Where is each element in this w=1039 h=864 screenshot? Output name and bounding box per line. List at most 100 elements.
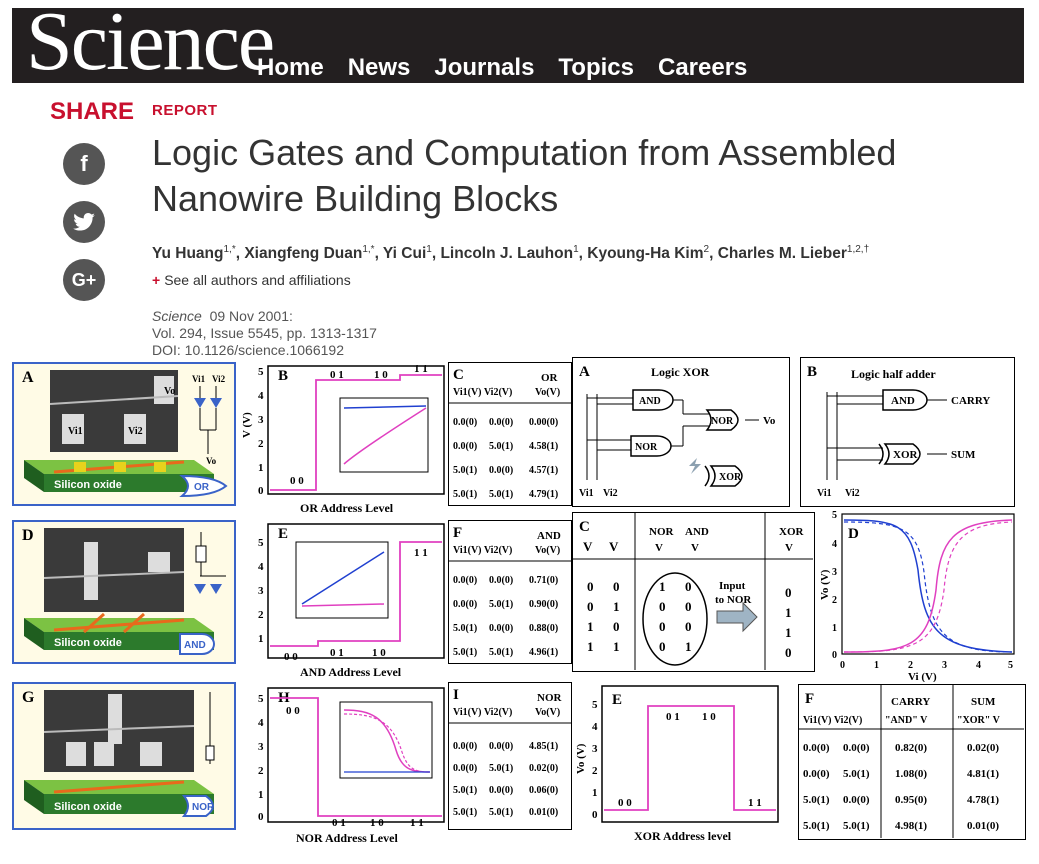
svg-text:V: V: [583, 539, 593, 554]
arrow-label: to NOR: [715, 594, 752, 606]
author-affiliation: 1,*: [223, 244, 236, 255]
table-cell: 4.85(1): [529, 741, 558, 752]
table-cell: 0: [659, 599, 666, 614]
table-cell: 0: [685, 579, 692, 594]
nav-topics[interactable]: Topics: [558, 54, 634, 81]
table-cell: 5.0(1): [843, 820, 870, 832]
y-tick: 5: [592, 699, 598, 711]
nav-careers[interactable]: Careers: [657, 54, 748, 81]
and-table-svg: F AND Vi1(V) Vi2(V) Vo(V) 0.0(0)0.0(0)0.…: [449, 525, 571, 658]
level-label: 1 1: [414, 547, 428, 559]
table-cell: 0.90(0): [529, 599, 558, 610]
twitter-icon[interactable]: [63, 201, 105, 243]
table-cell: 0.0(0): [843, 742, 870, 754]
svg-text:3: 3: [258, 741, 264, 753]
table-cell: 4.98(1): [895, 820, 927, 832]
see-all-authors-link[interactable]: +See all authors and affiliations: [152, 272, 351, 288]
table-cell: 0.0(0): [803, 742, 830, 754]
nor-truth-table: I NOR Vi1(V) Vi2(V) Vo(V) 0.0(0)0.0(0)4.…: [448, 682, 572, 830]
schematic-title: Logic half adder: [851, 367, 936, 381]
facebook-icon[interactable]: f: [63, 143, 105, 185]
level-label: 0 0: [284, 651, 298, 663]
level-label: 1 1: [748, 797, 762, 809]
svg-text:V (V): V (V): [241, 412, 253, 438]
google-plus-glyph: G+: [71, 269, 97, 290]
panel-letter: F: [453, 525, 462, 541]
table-cell: 0: [587, 579, 594, 594]
author-name[interactable]: Yu Huang: [152, 245, 224, 263]
level-label: 1 0: [702, 711, 716, 723]
half-adder-schematic: B Logic half adder AND CARRY XOR SUM Vi1…: [807, 364, 990, 499]
x-tick: 1: [874, 660, 879, 671]
svg-text:1: 1: [258, 633, 264, 645]
table-cell: 5.0(1): [489, 807, 513, 818]
table-cell: 0: [659, 639, 666, 654]
svg-text:Vo: Vo: [164, 386, 175, 397]
google-plus-icon[interactable]: G+: [63, 259, 105, 301]
table-cell: 0.0(0): [489, 465, 513, 476]
doi[interactable]: DOI: 10.1126/science.1066192: [152, 342, 344, 358]
output-label: SUM: [951, 449, 976, 461]
author-name[interactable]: Xiangfeng Duan: [244, 245, 363, 263]
panel-letter: A: [22, 369, 34, 386]
y-tick: 2: [832, 595, 837, 606]
author-name[interactable]: Lincoln J. Lauhon: [440, 245, 574, 263]
author-affiliation: 1,*: [362, 244, 375, 255]
science-logo[interactable]: Science: [26, 0, 275, 88]
level-label: 0 1: [330, 369, 344, 381]
level-label: 0 0: [290, 475, 304, 487]
table-cell: 0.02(0): [529, 763, 558, 774]
level-label: 0 0: [618, 797, 632, 809]
table-cell: 0.0(0): [489, 575, 513, 586]
transfer-plot-svg: D 5 4 3 2 1 0 0 1 2 3 4 5 Vi (V) Vo (V): [819, 510, 1015, 683]
author-name[interactable]: Charles M. Lieber: [717, 245, 847, 263]
nav-news[interactable]: News: [347, 54, 411, 81]
svg-text:2: 2: [258, 438, 264, 450]
nav-home[interactable]: Home: [257, 54, 324, 81]
panel-letter: D: [22, 527, 34, 544]
column-header: "AND" V: [885, 715, 928, 726]
title-line-2: Nanowire Building Blocks: [152, 178, 559, 219]
table-cell: 0.0(0): [489, 785, 513, 796]
table-cell: 4.81(1): [967, 768, 999, 780]
table-cell: 0: [613, 579, 620, 594]
svg-text:0: 0: [258, 811, 264, 823]
level-label: 0 1: [330, 647, 344, 659]
svg-text:1: 1: [258, 462, 264, 474]
x-tick: 0: [840, 660, 845, 671]
table-cell: 5.0(1): [489, 763, 513, 774]
panel-letter: I: [453, 687, 459, 703]
pub-date: 09 Nov 2001:: [209, 308, 293, 324]
panel-letter: E: [612, 692, 622, 708]
xor-schematic: A Logic XOR AND NOR NOR Vo XOR Vi1 Vi2: [579, 364, 776, 499]
svg-text:V: V: [691, 542, 699, 554]
site-header: Science Home News Journals Topics Career…: [12, 0, 1024, 84]
table-cell: 0.82(0): [895, 742, 927, 754]
svg-text:Vo(V): Vo(V): [535, 545, 560, 556]
half-adder-panel: B Logic half adder AND CARRY XOR SUM Vi1…: [800, 357, 1015, 507]
share-label: SHARE: [50, 98, 135, 125]
svg-text:Vi1: Vi1: [68, 426, 83, 437]
x-axis-label: NOR Address Level: [296, 831, 398, 844]
table-cell: 0.88(0): [529, 623, 558, 634]
level-label: 1 1: [414, 363, 428, 375]
level-label: 1 0: [374, 369, 388, 381]
facebook-glyph: f: [80, 151, 88, 176]
gate-label: XOR: [893, 449, 919, 461]
output-label: CARRY: [951, 395, 990, 407]
article-type: REPORT: [152, 102, 218, 119]
svg-text:Vi1: Vi1: [192, 374, 206, 384]
twitter-bird-glyph: [73, 213, 95, 231]
table-cell: 0.0(0): [453, 575, 477, 586]
table-cell: 0.95(0): [895, 794, 927, 806]
and-device-panel: D Silicon oxide AND: [12, 520, 236, 664]
xor-address-plot: E 5 4 3 2 1 0 Vo (V) 0 0 0 1 1 0 1 1 XOR…: [572, 682, 780, 844]
author-name[interactable]: Kyoung-Ha Kim: [587, 245, 704, 263]
table-cell: 0.0(0): [489, 623, 513, 634]
svg-text:Vo(V): Vo(V): [535, 707, 560, 718]
or-truth-table: C OR Vi1(V) Vi2(V) Vo(V) 0.0(0)0.0(0)0.0…: [448, 362, 572, 506]
author-name[interactable]: Yi Cui: [382, 245, 427, 263]
nav-journals[interactable]: Journals: [434, 54, 535, 81]
